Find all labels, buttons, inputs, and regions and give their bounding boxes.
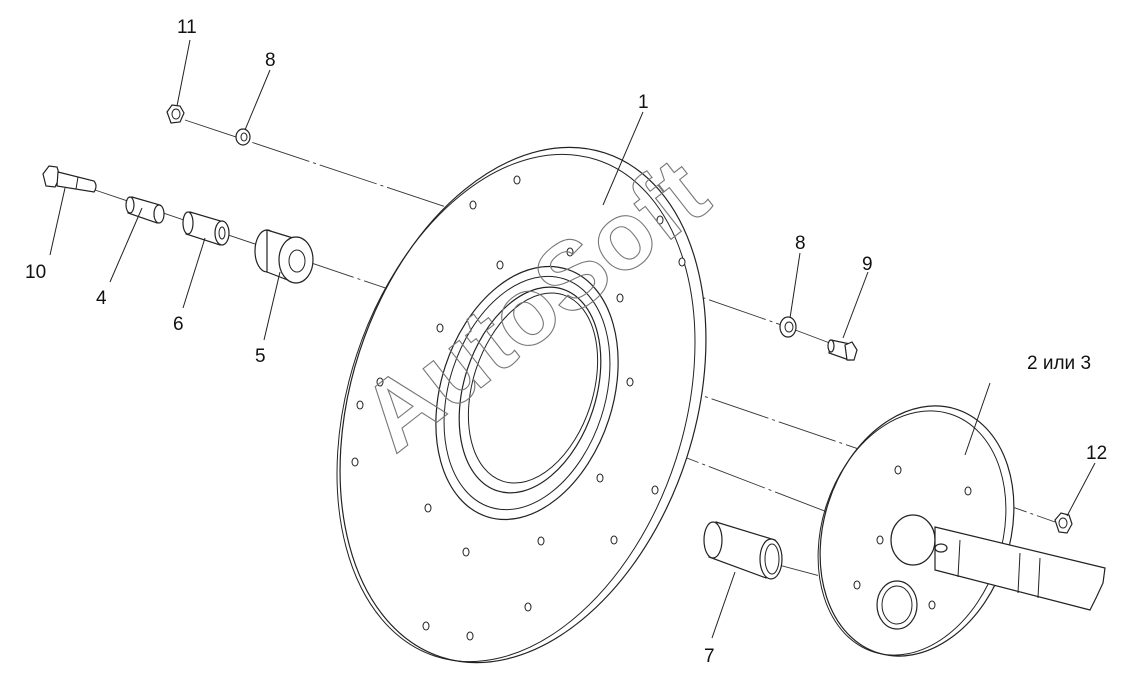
flange-bolt-holes: [351, 175, 686, 641]
callout-11: 11: [177, 17, 197, 38]
part-1-flange-disc: [336, 146, 707, 664]
part-10-bolt: [42, 165, 97, 193]
part-4-bushing: [125, 196, 165, 224]
part-8-washer-upper: [235, 128, 251, 146]
callout-2-or-3: 2 или 3: [1027, 353, 1091, 374]
callout-4: 4: [96, 288, 107, 309]
callout-5: 5: [255, 346, 266, 367]
callout-labels: 11 8 1 10 4 6 5 8 9 2 или 3 12 7: [25, 17, 1107, 667]
part-7-tube: [703, 521, 783, 580]
part-9-short-bolt: [827, 339, 858, 361]
callout-10: 10: [25, 262, 46, 283]
part-6-sleeve: [182, 211, 230, 246]
callout-9: 9: [862, 254, 873, 275]
callout-1: 1: [638, 92, 649, 113]
callout-12: 12: [1086, 443, 1107, 464]
part-8-washer-right: [779, 316, 797, 338]
part-2-or-3-disc-with-bracket: [817, 405, 1106, 657]
part-5-flanged-roller: [254, 229, 314, 284]
callout-8-upper: 8: [265, 50, 276, 71]
callout-6: 6: [173, 314, 184, 335]
callout-7: 7: [704, 646, 715, 667]
leader-lines: [49, 39, 1096, 639]
part-12-nut: [1054, 512, 1073, 534]
part-11-hex-nut: [166, 104, 185, 124]
callout-8-right: 8: [795, 233, 806, 254]
